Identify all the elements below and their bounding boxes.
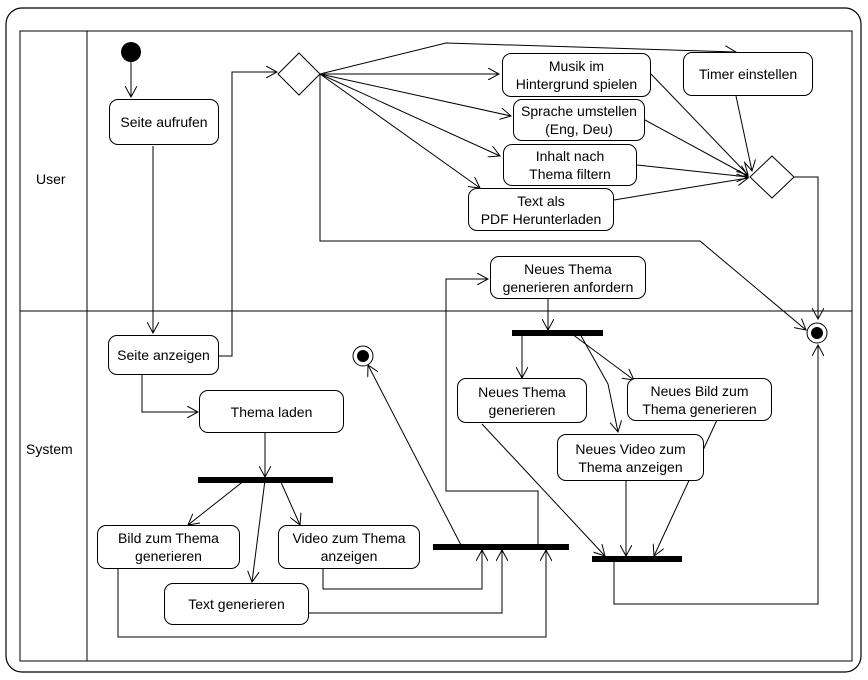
video-action: Video zum Thema anzeigen — [278, 525, 420, 569]
thema-laden-action: Thema laden — [199, 390, 344, 433]
neues-bild-action: Neues Bild zum Thema generieren — [627, 378, 772, 421]
merge-node — [749, 155, 795, 199]
neues-thema-anfordern-action: Neues Thema generieren anfordern — [490, 256, 646, 299]
join-bar-1 — [433, 544, 569, 550]
decision-node — [277, 52, 321, 96]
pdf-action: Text als PDF Herunterladen — [468, 188, 614, 231]
swimlane-frame — [19, 30, 853, 662]
lane-label-user: User — [36, 171, 66, 187]
sprache-action: Sprache umstellen (Eng, Deu) — [513, 99, 645, 141]
final-node-system — [352, 345, 374, 367]
neues-thema-generieren-action: Neues Thema generieren — [457, 378, 587, 423]
timer-action: Timer einstellen — [683, 52, 813, 96]
neues-video-action: Neues Video zum Thema anzeigen — [557, 434, 704, 481]
initial-node — [121, 42, 141, 62]
fork-bar-1 — [198, 477, 333, 483]
bild-action: Bild zum Thema generieren — [97, 525, 240, 569]
final-node-user — [806, 322, 828, 344]
fork-bar-2 — [512, 330, 603, 336]
inhalt-action: Inhalt nach Thema filtern — [503, 144, 637, 186]
lane-label-system: System — [26, 441, 73, 457]
text-action: Text generieren — [164, 583, 309, 625]
musik-action: Musik im Hintergrund spielen — [502, 53, 651, 97]
seite-anzeigen-action: Seite anzeigen — [108, 335, 219, 375]
seite-aufrufen-action: Seite aufrufen — [109, 99, 219, 145]
join-bar-2 — [592, 556, 682, 562]
diagram-frame — [5, 7, 862, 673]
